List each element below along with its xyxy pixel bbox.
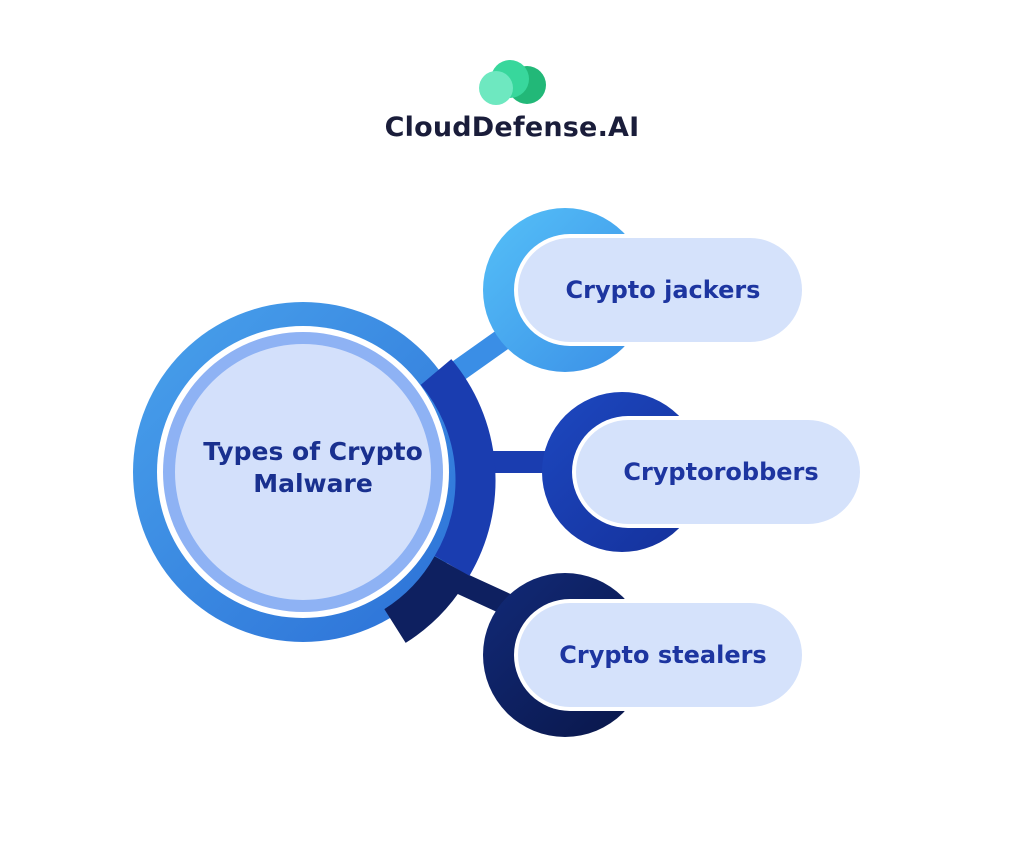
branch-pill-3 <box>514 599 806 711</box>
branch-label-crypto-stealers: Crypto stealers <box>559 641 767 669</box>
center-node-label: Types of Crypto Malware <box>203 437 423 498</box>
branch-pill-2 <box>572 416 864 528</box>
branch-label-crypto-jackers: Crypto jackers <box>565 276 761 304</box>
branch-pill-1 <box>514 234 806 346</box>
brand-name: CloudDefense.AI <box>384 112 640 143</box>
branch-label-cryptorobbers: Cryptorobbers <box>623 458 819 486</box>
center-node <box>133 302 496 643</box>
cloud-logo-icon <box>479 60 546 105</box>
